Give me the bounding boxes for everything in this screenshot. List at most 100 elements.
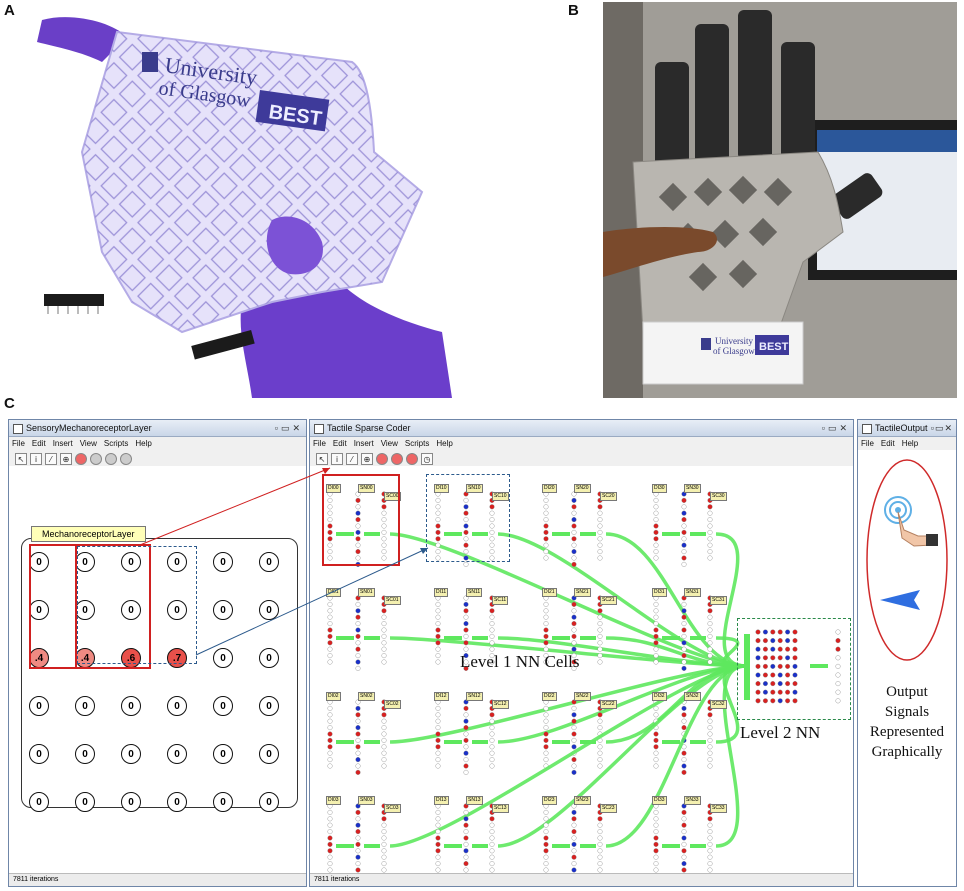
node-label-0-3-2[interactable]: SC30 [710,492,727,501]
neuron-5-4[interactable]: 0 [213,792,233,812]
mechanoreceptor-layer-tag[interactable]: MechanoreceptorLayer [31,526,146,542]
neuron-5-2[interactable]: 0 [121,792,141,812]
sensory-titlebar[interactable]: SensoryMechanoreceptorLayer ▫▭✕ [9,420,306,437]
neuron-3-4[interactable]: 0 [213,696,233,716]
step-button-icon[interactable] [391,452,403,465]
node-label-0-2-0[interactable]: DI20 [542,484,557,493]
output-canvas[interactable]: Output Signals Represented Graphically [858,450,956,886]
neuron-0-3[interactable]: 0 [167,552,187,572]
menu-view[interactable]: View [79,439,97,448]
neuron-4-3[interactable]: 0 [167,744,187,764]
menu-file[interactable]: File [313,439,326,448]
neuron-4-1[interactable]: 0 [75,744,95,764]
menu-view[interactable]: View [380,439,398,448]
node-label-2-1-1[interactable]: SN12 [466,692,483,701]
node-label-0-0-0[interactable]: DI00 [326,484,341,493]
window-controls[interactable]: ▫▭✕ [821,423,850,433]
node-label-0-1-1[interactable]: SN10 [466,484,483,493]
menu-help[interactable]: Help [436,439,453,448]
node-label-3-2-0[interactable]: DI23 [542,796,557,805]
neuron-5-3[interactable]: 0 [167,792,187,812]
zoom-tool-icon[interactable]: ⊕ [361,452,373,465]
wand-tool-icon[interactable]: ⁄ [346,452,358,465]
neuron-0-4[interactable]: 0 [213,552,233,572]
node-label-1-2-1[interactable]: SN21 [574,588,591,597]
stop-button-icon[interactable] [120,452,132,465]
menu-help[interactable]: Help [135,439,152,448]
menu-insert[interactable]: Insert [52,439,73,448]
menu-scripts[interactable]: Scripts [404,439,430,448]
node-label-1-3-0[interactable]: DI31 [652,588,667,597]
node-label-2-1-0[interactable]: DI12 [434,692,449,701]
node-label-0-0-2[interactable]: SC00 [384,492,401,501]
neuron-4-2[interactable]: 0 [121,744,141,764]
node-label-1-3-1[interactable]: SN31 [684,588,701,597]
node-label-0-2-2[interactable]: SC20 [600,492,617,501]
node-label-0-3-0[interactable]: DI30 [652,484,667,493]
menu-help[interactable]: Help [901,439,919,448]
node-label-0-0-1[interactable]: SN00 [358,484,375,493]
neuron-4-5[interactable]: 0 [259,744,279,764]
menu-edit[interactable]: Edit [880,439,895,448]
neuron-3-5[interactable]: 0 [259,696,279,716]
step-button-icon[interactable] [90,452,102,465]
zoom-tool-icon[interactable]: ⊕ [60,452,72,465]
neuron-3-0[interactable]: 0 [29,696,49,716]
run-button-icon[interactable] [75,452,87,465]
mechanoreceptor-layer-box[interactable] [21,538,298,808]
window-controls[interactable]: ▫▭✕ [274,423,303,433]
node-label-2-1-2[interactable]: SC12 [492,700,509,709]
menu-edit[interactable]: Edit [31,439,46,448]
node-label-3-0-0[interactable]: DI03 [326,796,341,805]
pointer-tool-icon[interactable]: ↖ [15,452,27,465]
node-label-1-0-1[interactable]: SN01 [358,588,375,597]
node-label-2-0-0[interactable]: DI02 [326,692,341,701]
neuron-0-2[interactable]: 0 [121,552,141,572]
node-label-0-2-1[interactable]: SN20 [574,484,591,493]
run-button-icon[interactable] [376,452,388,465]
node-label-3-1-0[interactable]: DI13 [434,796,449,805]
node-label-2-2-1[interactable]: SN22 [574,692,591,701]
neuron-4-4[interactable]: 0 [213,744,233,764]
node-label-1-2-0[interactable]: DI21 [542,588,557,597]
node-label-0-1-2[interactable]: SC10 [492,492,509,501]
node-label-3-1-1[interactable]: SN13 [466,796,483,805]
timer-button-icon[interactable]: ◷ [421,452,433,465]
info-tool-icon[interactable]: i [30,452,42,465]
node-label-3-2-2[interactable]: SC23 [600,804,617,813]
node-label-2-0-1[interactable]: SN02 [358,692,375,701]
node-label-1-2-2[interactable]: SC21 [600,596,617,605]
node-label-2-2-2[interactable]: SC22 [600,700,617,709]
node-label-3-3-1[interactable]: SN33 [684,796,701,805]
neuron-3-1[interactable]: 0 [75,696,95,716]
pointer-tool-icon[interactable]: ↖ [316,452,328,465]
menu-scripts[interactable]: Scripts [103,439,129,448]
neuron-2-5[interactable]: 0 [259,648,279,668]
neuron-5-5[interactable]: 0 [259,792,279,812]
info-tool-icon[interactable]: i [331,452,343,465]
node-label-3-0-1[interactable]: SN03 [358,796,375,805]
node-label-2-3-0[interactable]: DI32 [652,692,667,701]
clear-button-icon[interactable] [105,452,117,465]
node-label-3-3-2[interactable]: SC33 [710,804,727,813]
node-label-1-1-0[interactable]: DI11 [434,588,449,597]
node-label-3-1-2[interactable]: SC13 [492,804,509,813]
node-label-2-2-0[interactable]: DI22 [542,692,557,701]
neuron-0-5[interactable]: 0 [259,552,279,572]
menu-insert[interactable]: Insert [353,439,374,448]
neuron-5-0[interactable]: 0 [29,792,49,812]
neuron-1-4[interactable]: 0 [213,600,233,620]
neuron-3-3[interactable]: 0 [167,696,187,716]
node-label-3-3-0[interactable]: DI33 [652,796,667,805]
wand-tool-icon[interactable]: ⁄ [45,452,57,465]
clear-button-icon[interactable] [406,452,418,465]
window-controls[interactable]: ▫▭✕ [930,423,953,433]
node-label-1-3-2[interactable]: SC31 [710,596,727,605]
node-label-3-2-1[interactable]: SN23 [574,796,591,805]
node-label-1-1-2[interactable]: SC11 [492,596,509,605]
menu-edit[interactable]: Edit [332,439,347,448]
